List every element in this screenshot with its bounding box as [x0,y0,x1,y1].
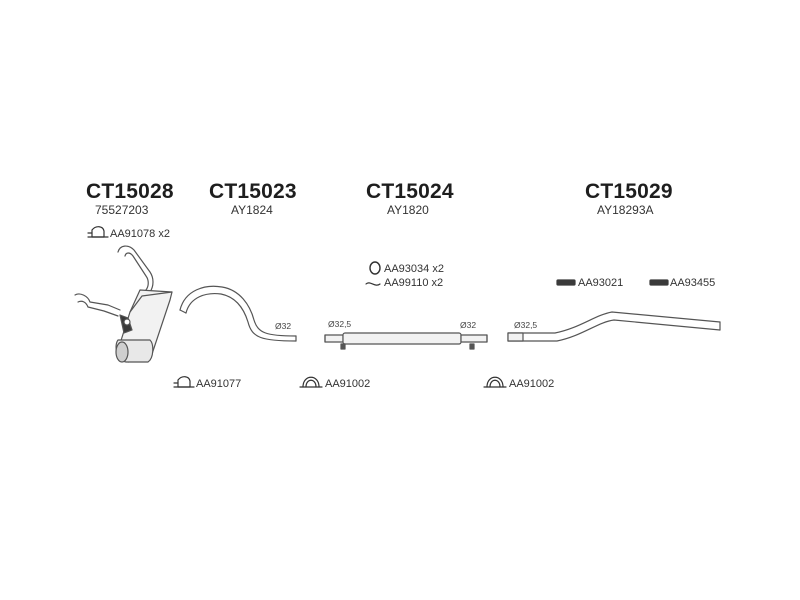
part-label-aa99110: AA99110 x2 [384,277,444,289]
group-code-ct15023: CT15023 [209,180,297,203]
part-label-aa93021: AA93021 [578,277,624,289]
gasket-aa99110-icon [366,283,380,285]
clamp-aa91002-right-icon [484,377,506,387]
part-label-aa93455: AA93455 [670,277,716,289]
diameter-muffler-in: Ø32,5 [328,319,352,329]
clamp-aa91002-mid-icon [300,377,322,387]
group-ref-75527203: 75527203 [95,203,149,217]
front-pipe-catalyst-part [75,246,172,362]
part-label-aa91002-mid: AA91002 [325,378,371,390]
part-label-aa93034: AA93034 x2 [384,263,444,275]
clamp-aa91077-icon [174,377,194,387]
group-code-ct15028: CT15028 [86,180,174,203]
group-code-ct15029: CT15029 [585,180,673,203]
diameter-tail-pipe: Ø32,5 [514,320,538,330]
ring-aa93034-icon [370,262,380,274]
part-label-aa91002-right: AA91002 [509,378,555,390]
middle-muffler-part [325,333,487,349]
hanger-aa93455-icon [650,280,668,285]
group-ref-ay18293a: AY18293A [597,203,654,217]
clamp-aa91078-icon [88,227,108,237]
group-ref-ay1820: AY1820 [387,203,429,217]
bend-pipe-part [180,286,296,341]
diameter-bend-pipe: Ø32 [275,321,292,331]
hanger-aa93021-icon [557,280,575,285]
part-label-aa91078: AA91078 x2 [110,228,170,240]
part-label-aa91077: AA91077 [196,378,242,390]
group-code-ct15024: CT15024 [366,180,454,203]
diameter-muffler-out: Ø32 [460,320,477,330]
tail-pipe-part [508,312,720,341]
group-ref-ay1824: AY1824 [231,203,273,217]
